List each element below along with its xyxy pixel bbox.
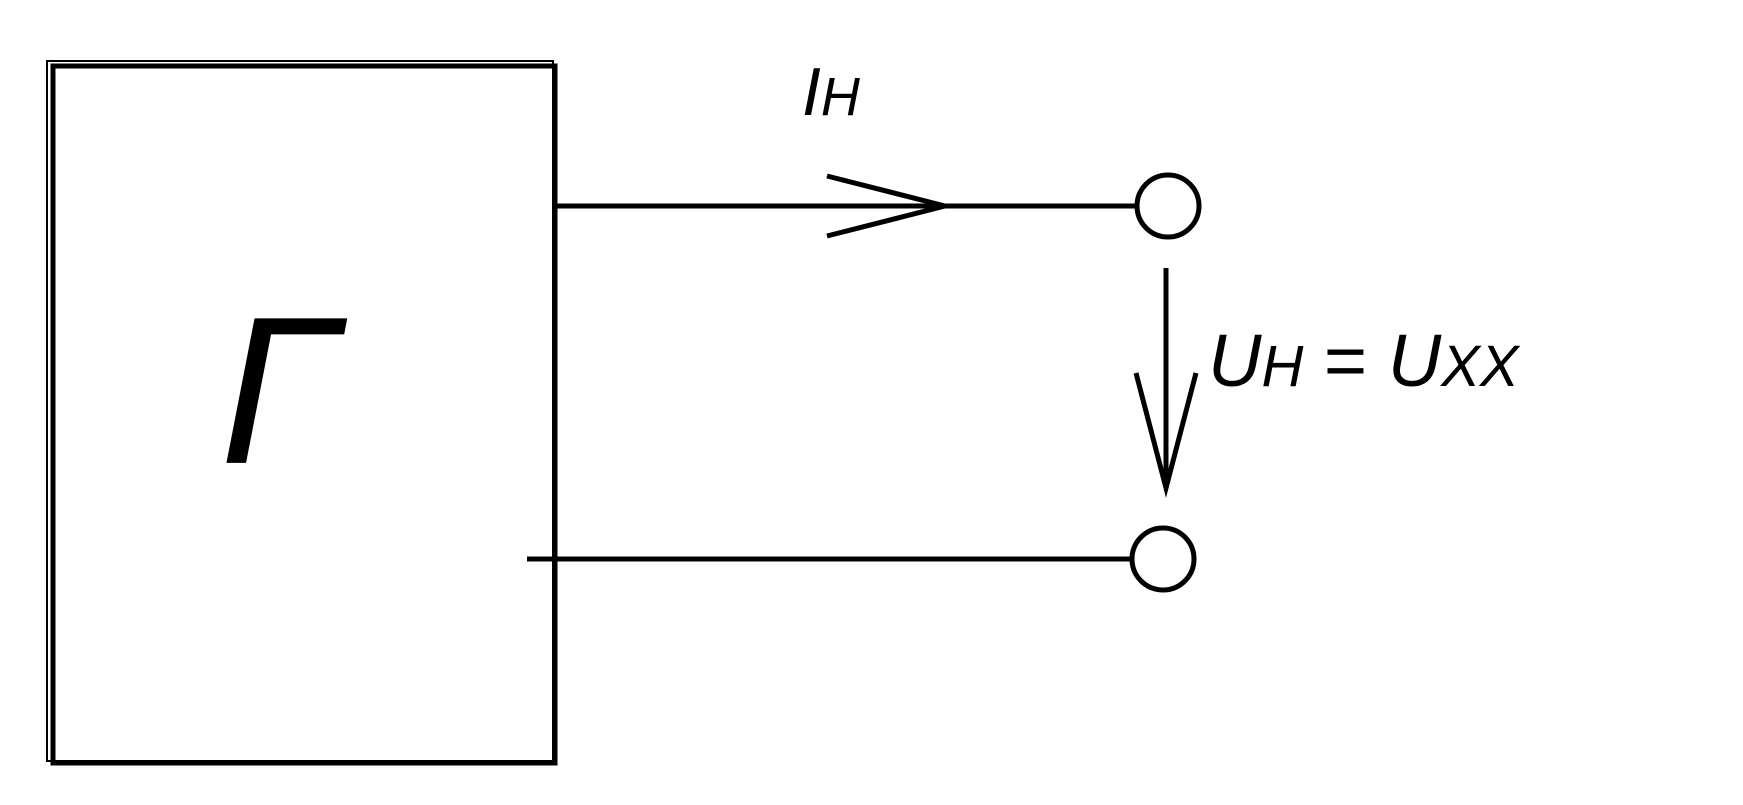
voltage-label-main: U	[1208, 319, 1262, 402]
current-label-main: I	[802, 54, 821, 130]
current-label-sub: Н	[821, 67, 861, 127]
top-terminal	[1134, 172, 1202, 240]
voltage-label-sub: Н	[1261, 334, 1303, 399]
generator-inner-frame	[50, 63, 558, 766]
voltage-label: UН = UXX	[1208, 319, 1521, 402]
current-arrow-icon	[826, 173, 946, 239]
voltage-rhs-sub: XX	[1439, 334, 1521, 399]
generator-block	[46, 60, 558, 766]
current-label: IН	[802, 54, 861, 130]
bottom-terminal	[1129, 525, 1197, 593]
generator-symbol: Г	[220, 273, 348, 508]
voltage-rhs-main: U	[1388, 319, 1442, 402]
voltage-arrow-icon	[1133, 372, 1199, 498]
voltage-label-equals: =	[1303, 319, 1387, 402]
